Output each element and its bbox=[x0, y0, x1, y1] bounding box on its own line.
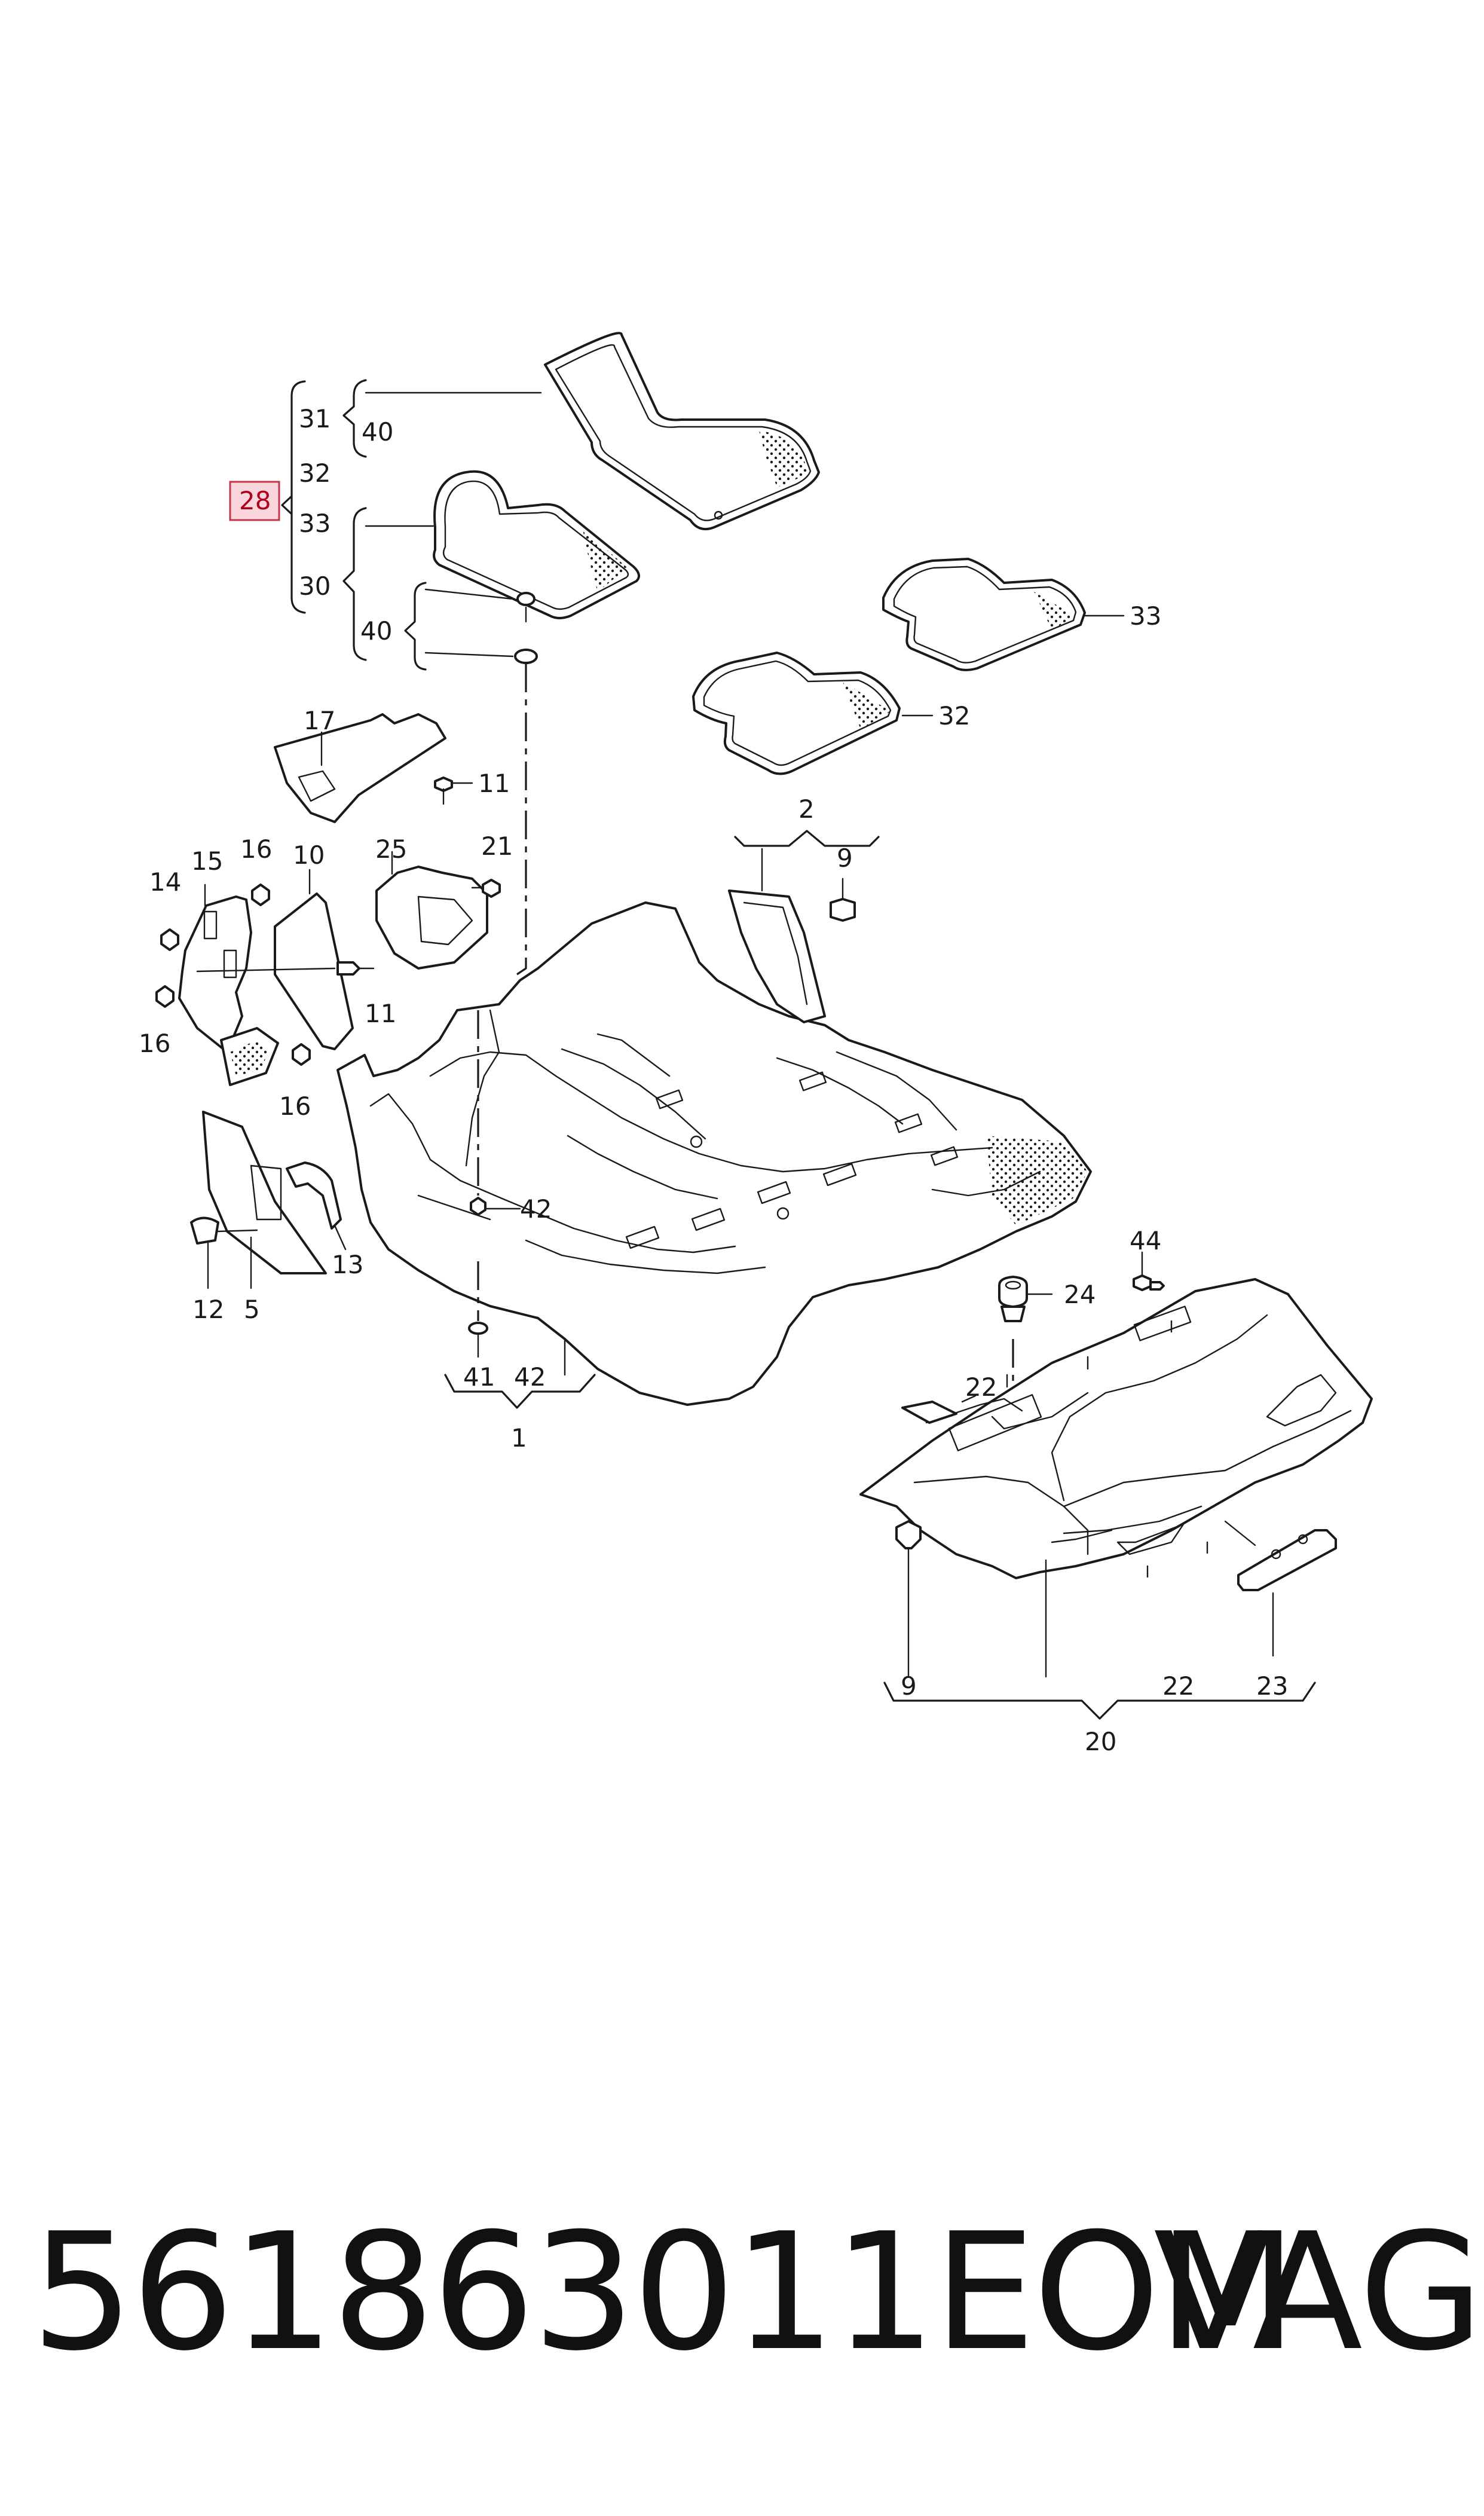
mat-set-bracket bbox=[281, 379, 427, 671]
callout-14: 14 bbox=[149, 867, 181, 897]
front-floor-mat-30 bbox=[433, 470, 640, 664]
dashed-leader-30 bbox=[516, 664, 527, 976]
callout-16: 16 bbox=[139, 1029, 170, 1058]
callout-40: 40 bbox=[362, 417, 393, 447]
cap-24 bbox=[998, 1276, 1053, 1322]
group-bracket-2 bbox=[734, 830, 880, 847]
callout-17: 17 bbox=[304, 706, 335, 735]
callout-21: 21 bbox=[481, 831, 513, 861]
callout-28: 28 bbox=[239, 486, 271, 515]
group-bracket-20 bbox=[883, 1682, 1316, 1720]
callout-9: 9 bbox=[901, 1671, 917, 1701]
callout-22: 22 bbox=[965, 1372, 997, 1402]
callout-1: 1 bbox=[511, 1423, 527, 1453]
callout-15: 15 bbox=[191, 846, 223, 876]
bracket-23 bbox=[1224, 1520, 1337, 1657]
sill-trim-2 bbox=[728, 848, 856, 1023]
callout-24: 24 bbox=[1064, 1280, 1096, 1309]
callout-12: 12 bbox=[192, 1295, 224, 1324]
callout-25: 25 bbox=[375, 834, 407, 864]
callout-30: 30 bbox=[299, 571, 331, 601]
patch-22 bbox=[901, 1395, 977, 1424]
highlight-box-28 bbox=[229, 481, 280, 521]
callout-10: 10 bbox=[293, 840, 325, 870]
callout-23: 23 bbox=[1256, 1671, 1288, 1701]
front-floor-mat-31 bbox=[544, 332, 820, 530]
floor-carpet-1 bbox=[336, 901, 1092, 1406]
panel-10 bbox=[196, 869, 375, 1050]
callout-16: 16 bbox=[279, 1092, 311, 1121]
clip-9 bbox=[895, 1520, 1047, 1678]
part-number: 561863011EOM bbox=[31, 2198, 1297, 2386]
callout-11: 11 bbox=[478, 769, 510, 798]
callout-9: 9 bbox=[837, 843, 853, 873]
clips-42-41 bbox=[468, 1197, 566, 1376]
bracket-15 bbox=[155, 883, 311, 1086]
callout-42: 42 bbox=[520, 1194, 552, 1224]
callout-2: 2 bbox=[798, 794, 815, 824]
callout-41: 41 bbox=[463, 1362, 495, 1392]
brand-name: VAG bbox=[1153, 2198, 1484, 2386]
callout-11: 11 bbox=[365, 999, 396, 1028]
insulation-25 bbox=[375, 851, 501, 970]
leader-lines-top bbox=[365, 392, 1125, 717]
callout-16: 16 bbox=[240, 834, 272, 864]
callout-44: 44 bbox=[1130, 1226, 1161, 1255]
callout-31: 31 bbox=[299, 404, 331, 433]
insulation-17 bbox=[274, 713, 473, 823]
clip-44 bbox=[1133, 1251, 1165, 1291]
rear-floor-mat-33 bbox=[882, 558, 1086, 671]
group-bracket-1 bbox=[444, 1374, 596, 1409]
callout-33: 33 bbox=[1130, 601, 1161, 631]
callout-22: 22 bbox=[1162, 1671, 1194, 1701]
luggage-carpet-20 bbox=[859, 1278, 1373, 1579]
callout-5: 5 bbox=[244, 1295, 260, 1324]
callout-20: 20 bbox=[1085, 1727, 1116, 1756]
trim-5 bbox=[190, 1111, 347, 1289]
callout-33: 33 bbox=[299, 509, 331, 538]
callout-40: 40 bbox=[360, 616, 392, 646]
callout-42: 42 bbox=[514, 1362, 546, 1392]
callout-32: 32 bbox=[299, 458, 331, 488]
callout-13: 13 bbox=[332, 1250, 363, 1279]
rear-floor-mat-32 bbox=[692, 652, 901, 775]
callout-32: 32 bbox=[938, 701, 970, 730]
